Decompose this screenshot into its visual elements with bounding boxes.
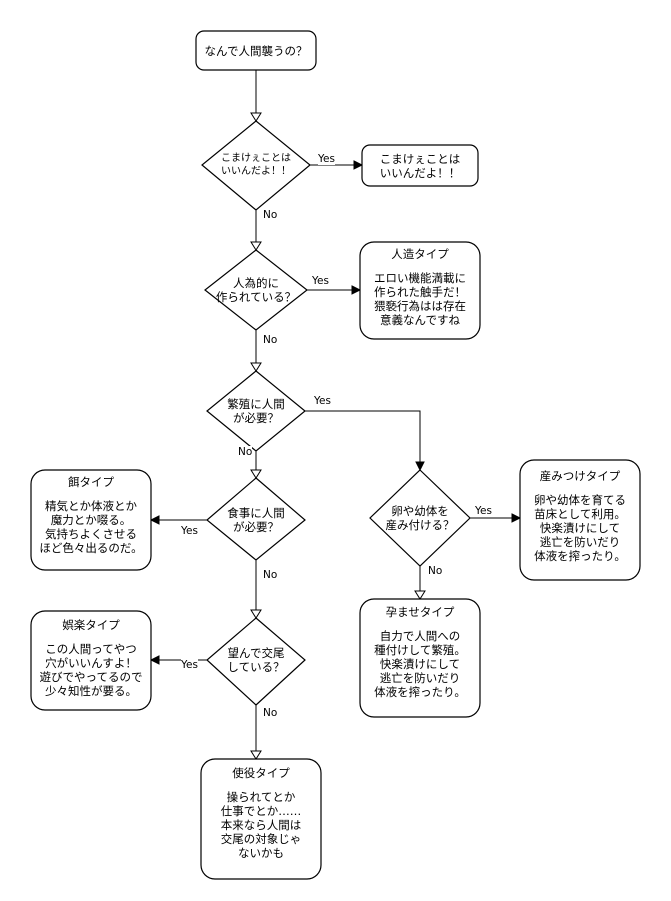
edge-label-no: No <box>263 334 278 346</box>
type-servant-node <box>200 758 322 880</box>
decision-desire-label: 望んで交尾 している？ <box>227 646 285 674</box>
type-egg-body: 卵や幼体を育てる 苗床として利用。 快楽漬けにして 逃亡を防いだり 体液を搾った… <box>534 493 626 563</box>
arrowhead <box>250 750 262 760</box>
arrowhead <box>149 655 160 665</box>
edge-label-yes: Yes <box>318 153 335 165</box>
edge-label-yes: Yes <box>312 275 329 287</box>
decision-egg <box>369 469 471 567</box>
type-food-text: 餌タイプ 精気とか体液とか 魔力とか啜る。 気持ちよくさせる ほど色々出るのだ。 <box>31 475 151 570</box>
decision-komakee-label: こまけぇことは いいんだよ！！ <box>221 153 291 177</box>
decision-food-label: 食事に人間 が必要？ <box>227 506 285 534</box>
arrowhead <box>250 241 262 251</box>
type-impreg-title: 孕ませタイプ <box>385 605 455 619</box>
type-fun-title: 娯楽タイプ <box>62 618 120 632</box>
type-artificial-title: 人造タイプ <box>391 247 449 261</box>
arrowhead <box>250 362 262 372</box>
edge-label-yes: Yes <box>181 525 198 537</box>
edge-breed-yes <box>305 410 421 462</box>
type-egg-title: 産みつけタイプ <box>539 469 621 483</box>
arrowhead <box>250 469 262 479</box>
edge-label-no: No <box>263 569 278 581</box>
type-artificial-node <box>359 241 481 340</box>
decision-breed <box>206 370 306 452</box>
type-servant-body: 操られてとか 仕事でとか…… 本来なら人間は 交尾の対象じゃ ないかも <box>220 790 302 860</box>
arrowhead <box>351 285 362 295</box>
edge-label-no: No <box>263 707 278 719</box>
start-node <box>195 30 317 71</box>
edge-label-no: No <box>263 209 278 221</box>
type-impreg-node <box>359 598 481 718</box>
arrowhead <box>415 461 425 472</box>
type-fun-body: この人間ってやつ 穴がいいんすよ！ 遊びでやってるので 少々知性が要る。 <box>39 642 143 698</box>
type-impreg-body: 自力で人間への 種付けして繁殖。 快楽漬けにして 逃亡を防いだり 体液を搾ったり… <box>374 629 466 699</box>
arrowhead <box>511 513 522 523</box>
answer-komakee-node <box>361 144 479 187</box>
type-artificial-text: 人造タイプ エロい機能満載に 作られた触手だ！ 猥褻行為はは存在 意義なんですね <box>360 247 480 339</box>
decision-breed-label: 繁殖に人間 が必要？ <box>227 397 285 425</box>
type-food-body: 精気とか体液とか 魔力とか啜る。 気持ちよくさせる ほど色々出るのだ。 <box>39 499 143 555</box>
decision-artificial-label: 人為的に 作られている？ <box>215 276 297 304</box>
decision-artificial <box>204 249 308 331</box>
decision-egg-label: 卵や幼体を 産み付ける？ <box>385 504 455 532</box>
type-servant-text: 使役タイプ 操られてとか 仕事でとか…… 本来なら人間は 交尾の対象じゃ ないか… <box>201 766 321 879</box>
decision-komakee <box>201 120 311 211</box>
type-artificial-body: エロい機能満載に 作られた触手だ！ 猥褻行為はは存在 意義なんですね <box>374 271 466 327</box>
type-fun-node <box>30 610 152 711</box>
type-food-title: 餌タイプ <box>68 475 114 489</box>
answer-komakee-label: こまけぇことは いいんだよ！！ <box>379 151 461 180</box>
decision-food <box>206 477 306 561</box>
type-food-node <box>30 469 152 571</box>
type-impreg-text: 孕ませタイプ 自力で人間への 種付けして繁殖。 快楽漬けにして 逃亡を防いだり … <box>360 605 480 717</box>
arrowhead <box>250 609 262 619</box>
type-egg-text: 産みつけタイプ 卵や幼体を育てる 苗床として利用。 快楽漬けにして 逃亡を防いだ… <box>520 469 640 580</box>
edge-label-no: No <box>428 565 443 577</box>
decision-desire <box>206 617 306 706</box>
arrowhead <box>250 112 262 122</box>
type-egg-node <box>519 459 641 581</box>
edges <box>149 70 522 760</box>
edge-label-no: No <box>238 446 253 458</box>
nodes <box>30 30 641 880</box>
type-servant-title: 使役タイプ <box>232 766 290 780</box>
arrowhead <box>149 515 160 525</box>
edge-label-yes: Yes <box>181 659 198 671</box>
start-label: なんで人間襲うの？ <box>204 43 308 58</box>
arrowhead <box>414 590 426 600</box>
type-fun-text: 娯楽タイプ この人間ってやつ 穴がいいんすよ！ 遊びでやってるので 少々知性が要… <box>31 618 151 710</box>
edge-label-yes: Yes <box>475 505 492 517</box>
edge-label-yes: Yes <box>314 395 331 407</box>
arrowhead <box>353 160 364 170</box>
